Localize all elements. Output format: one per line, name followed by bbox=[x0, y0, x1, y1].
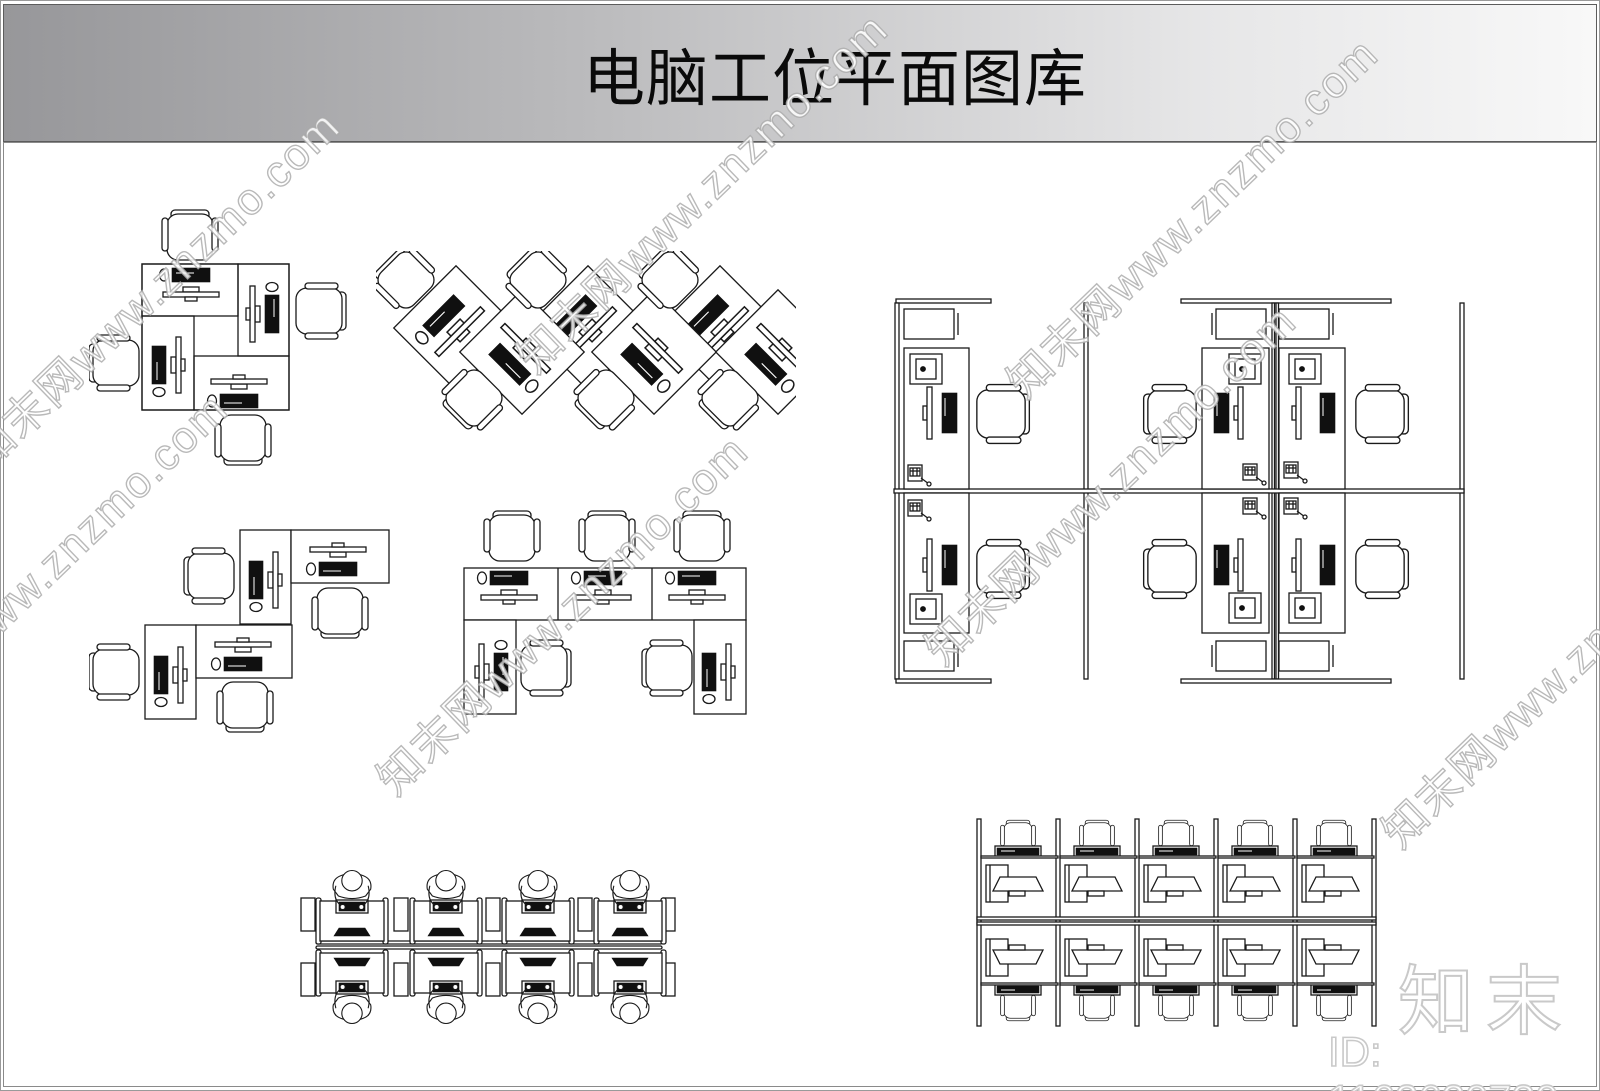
znzmo-logo: 知末 bbox=[1397, 959, 1574, 1046]
cubicle-workstation bbox=[981, 820, 1374, 902]
cubicle-workstation bbox=[981, 939, 1374, 1021]
divider-panel bbox=[315, 940, 663, 950]
page-title: 电脑工位平面图库 bbox=[582, 46, 1087, 114]
drawing-bench-back-to-back-with-people bbox=[300, 846, 676, 1041]
drawing-u-shape-5-desk-group bbox=[463, 510, 747, 715]
drawing-pinwheel-4-desk-cluster bbox=[89, 209, 347, 466]
partition bbox=[976, 818, 1377, 1027]
drawing-canvas bbox=[3, 142, 1597, 1087]
drawing-grid-2x5-mini-cubicles bbox=[976, 818, 1377, 1027]
drawing-six-cubicle-partition-block bbox=[893, 298, 1465, 684]
drawing-zigzag-diagonal-desks bbox=[376, 251, 796, 438]
cabinet bbox=[903, 308, 1334, 672]
asset-id-text: ID: 1162620730 bbox=[1327, 1027, 1559, 1091]
desks bbox=[141, 263, 290, 411]
drawing-staggered-L-desk-pair bbox=[89, 529, 390, 733]
title-bar: 电脑工位平面图库 bbox=[3, 4, 1597, 142]
workstation-with-person bbox=[300, 950, 676, 1024]
partition bbox=[893, 298, 1465, 684]
